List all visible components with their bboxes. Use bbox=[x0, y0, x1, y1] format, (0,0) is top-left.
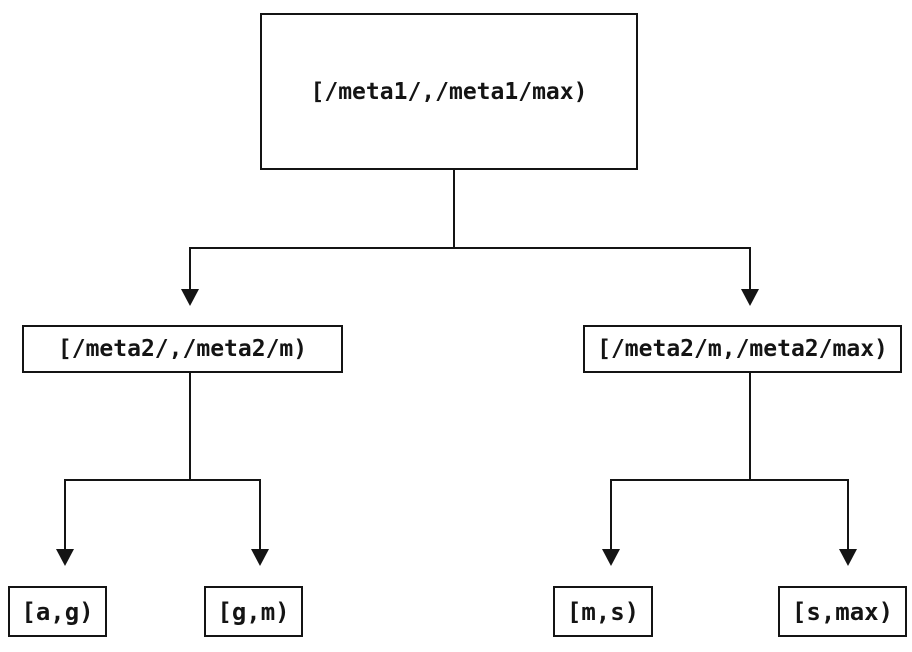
arrow-down-icon bbox=[741, 289, 759, 306]
connector-left-stem bbox=[189, 373, 191, 481]
tree-node-leaf-smax: [s,max) bbox=[778, 586, 907, 637]
connector-right-drop-right bbox=[847, 479, 849, 549]
connector-level1-rail bbox=[189, 247, 751, 249]
tree-node-leaf-ag: [a,g) bbox=[8, 586, 107, 637]
arrow-down-icon bbox=[839, 549, 857, 566]
tree-node-leaf-ms: [m,s) bbox=[553, 586, 653, 637]
tree-node-leaf-gm: [g,m) bbox=[204, 586, 303, 637]
tree-node-right: [/meta2/m,/meta2/max) bbox=[583, 325, 902, 373]
arrow-down-icon bbox=[181, 289, 199, 306]
tree-node-root-label: [/meta1/,/meta1/max) bbox=[310, 78, 588, 105]
tree-node-leaf-ag-label: [a,g) bbox=[21, 597, 94, 626]
connector-right-rail bbox=[610, 479, 849, 481]
connector-left-drop-right bbox=[259, 479, 261, 549]
connector-left-drop-left bbox=[64, 479, 66, 549]
connector-level1-drop-left bbox=[189, 247, 191, 289]
tree-node-right-label: [/meta2/m,/meta2/max) bbox=[597, 336, 888, 362]
connector-level1-drop-right bbox=[749, 247, 751, 289]
connector-right-drop-left bbox=[610, 479, 612, 549]
arrow-down-icon bbox=[602, 549, 620, 566]
connector-left-rail bbox=[64, 479, 261, 481]
connector-root-stem bbox=[453, 170, 455, 249]
arrow-down-icon bbox=[56, 549, 74, 566]
connector-right-stem bbox=[749, 373, 751, 481]
tree-node-root: [/meta1/,/meta1/max) bbox=[260, 13, 638, 170]
tree-node-leaf-smax-label: [s,max) bbox=[791, 597, 894, 626]
tree-node-leaf-gm-label: [g,m) bbox=[217, 597, 290, 626]
arrow-down-icon bbox=[251, 549, 269, 566]
tree-node-leaf-ms-label: [m,s) bbox=[566, 597, 640, 626]
tree-node-left-label: [/meta2/,/meta2/m) bbox=[57, 336, 308, 362]
tree-node-left: [/meta2/,/meta2/m) bbox=[22, 325, 343, 373]
